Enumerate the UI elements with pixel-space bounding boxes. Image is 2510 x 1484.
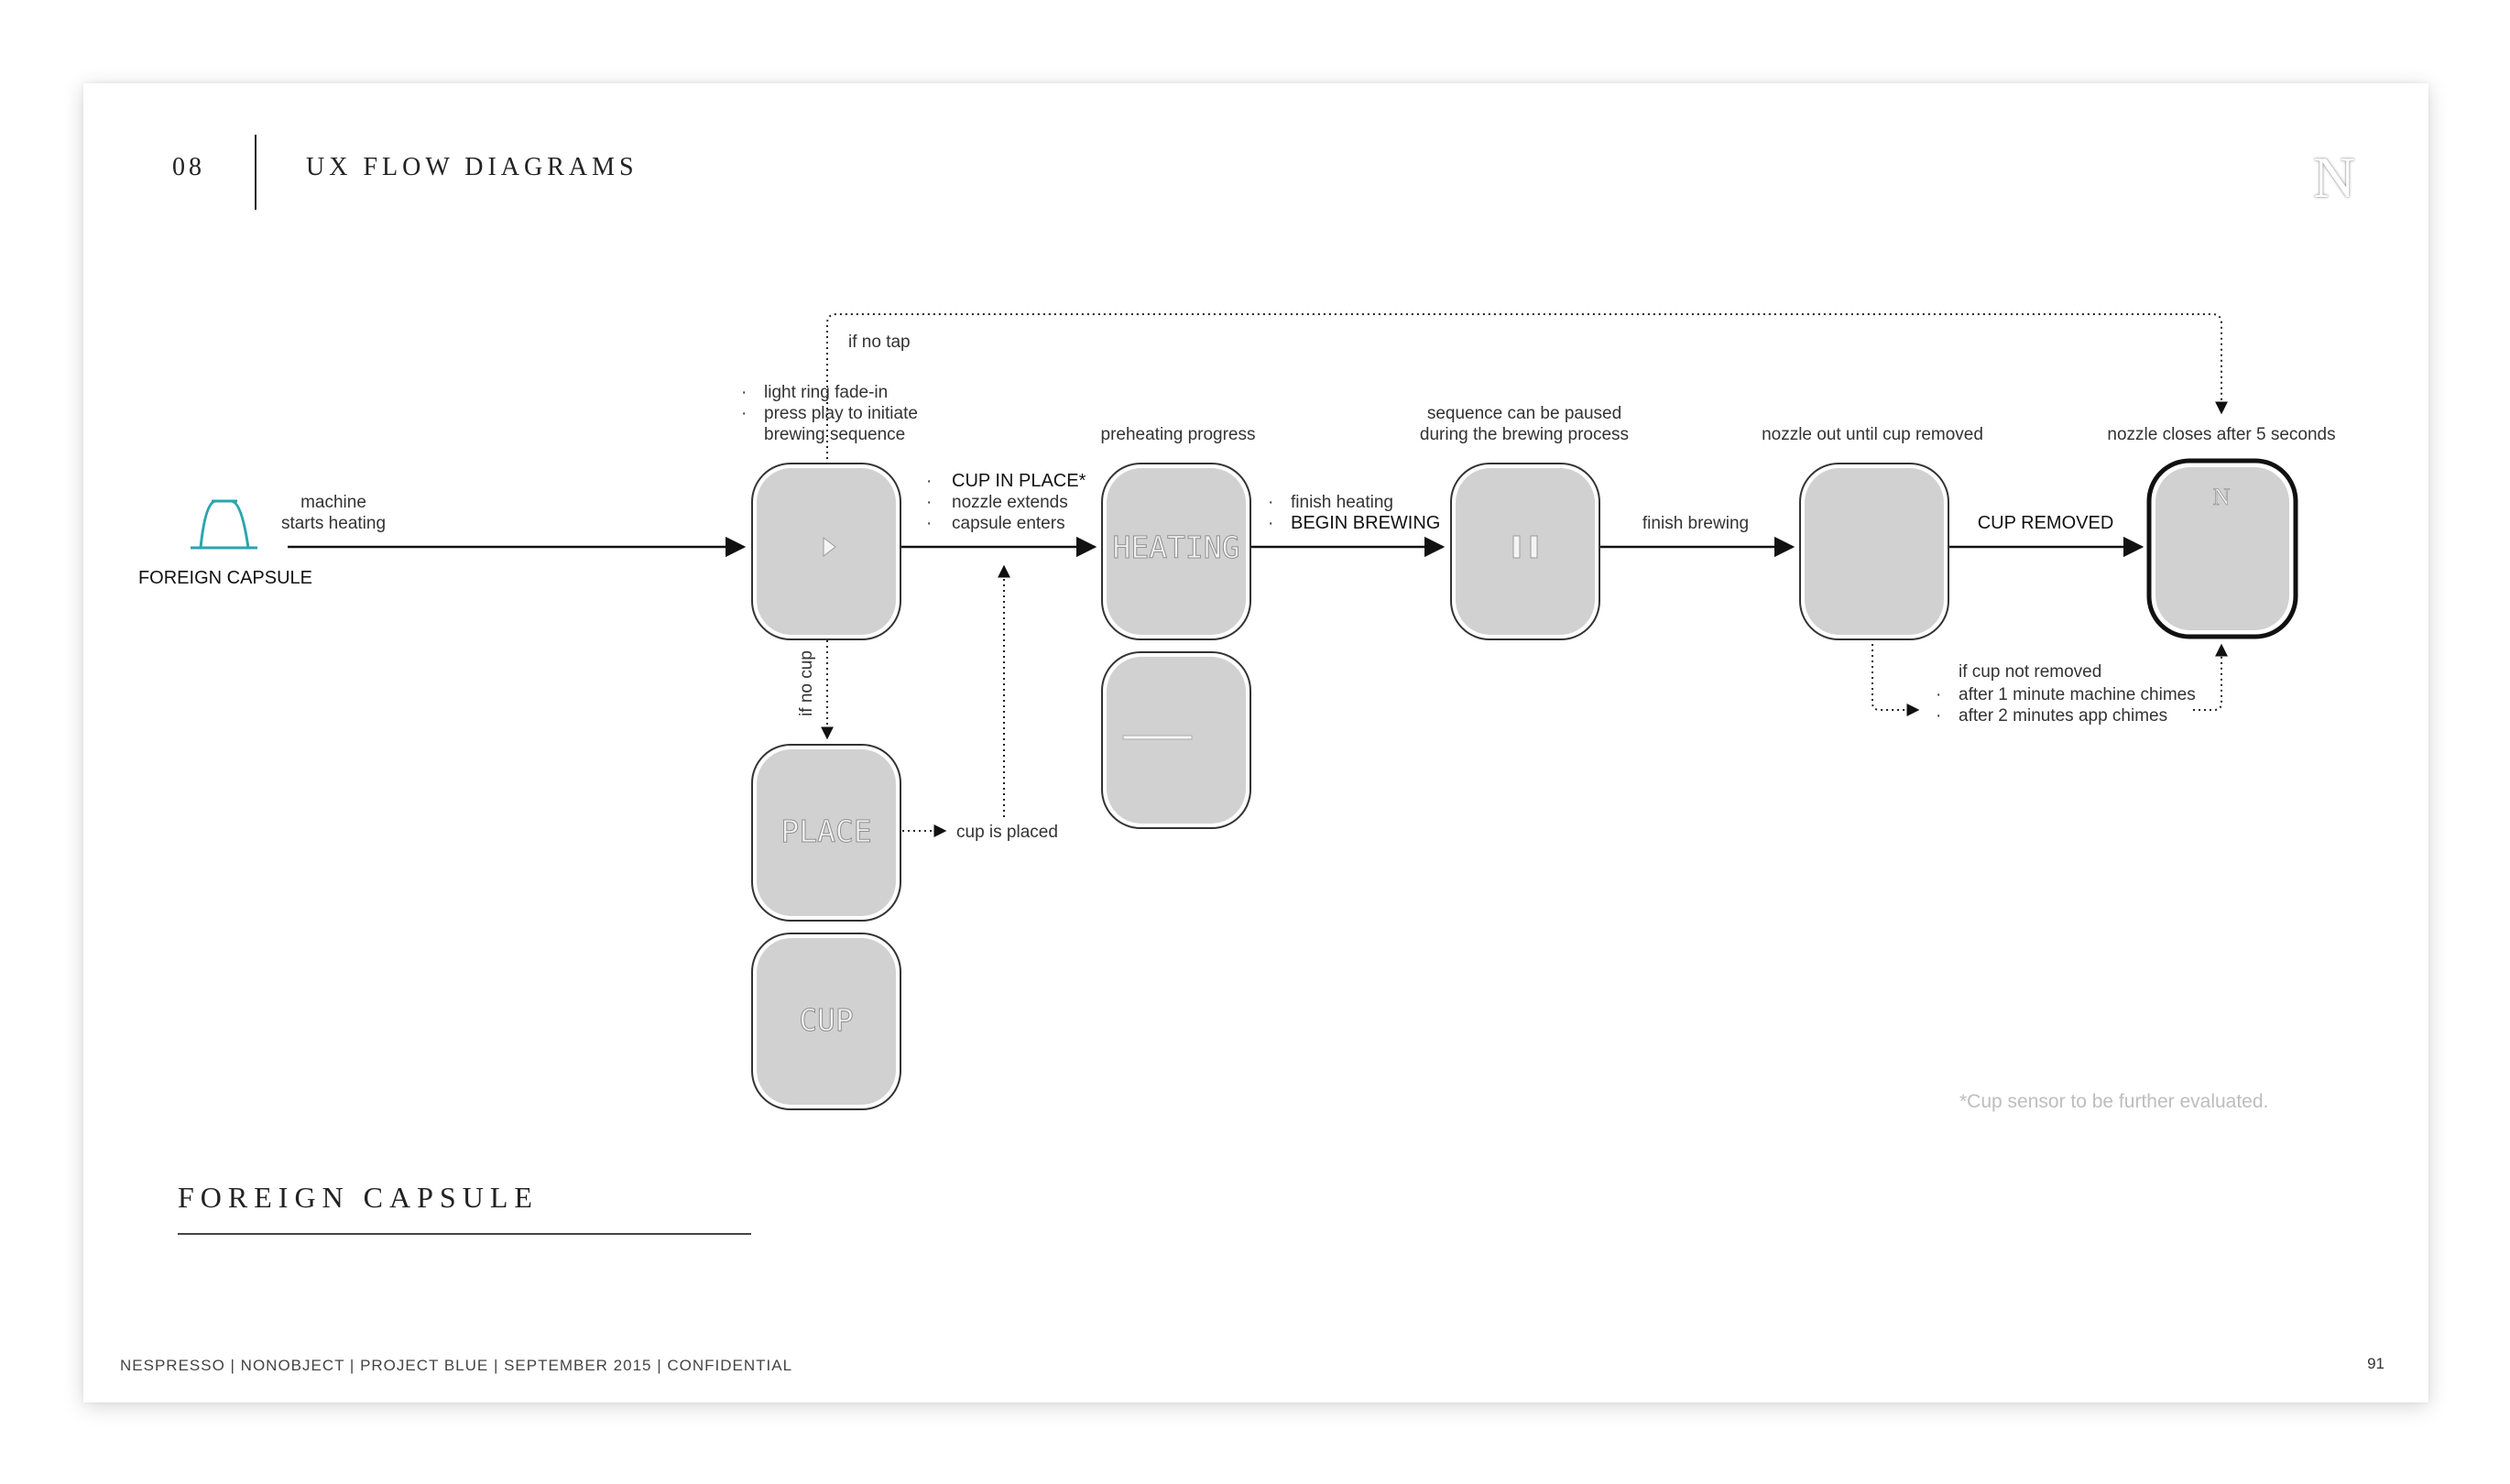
- label-cup-removed: CUP REMOVED: [1978, 513, 2114, 533]
- progress-bar: [1122, 735, 1193, 740]
- cup-screen-text: CUP: [799, 1002, 854, 1038]
- heating-screen-text: HEATING: [1112, 529, 1239, 565]
- label-finish-brewing: finish brewing: [1642, 514, 1749, 533]
- label-after-2-min: after 2 minutes app chimes: [1959, 706, 2167, 726]
- label-nozzle-closes: nozzle closes after 5 seconds: [2107, 425, 2335, 444]
- pause-icon: [1512, 535, 1521, 559]
- bullet: ·: [741, 383, 747, 402]
- label-fade-in: light ring fade-in: [764, 383, 888, 402]
- screen-cup: CUP: [751, 933, 901, 1110]
- screen-nozzle-out: [1799, 463, 1949, 640]
- capsule-icon: [191, 499, 257, 550]
- diagram-title: FOREIGN CAPSULE: [178, 1181, 539, 1214]
- label-starts-heating: starts heating: [281, 514, 386, 533]
- label-press-play-1: press play to initiate: [764, 404, 918, 423]
- label-begin-brewing: BEGIN BREWING: [1291, 513, 1440, 533]
- label-if-no-tap: if no tap: [848, 333, 911, 352]
- bullet: ·: [926, 493, 932, 512]
- arrow-if-cup-not-removed: [1872, 638, 1920, 716]
- final-logo-icon: N: [2213, 484, 2231, 510]
- header-divider: [255, 135, 256, 210]
- label-machine: machine: [300, 493, 366, 512]
- bullet: ·: [1268, 493, 1273, 512]
- label-finish-heating: finish heating: [1291, 493, 1393, 512]
- bullet: ·: [1936, 685, 1941, 704]
- section-number: 08: [172, 153, 205, 181]
- place-screen-text: PLACE: [780, 813, 871, 849]
- label-capsule-enters: capsule enters: [952, 514, 1065, 533]
- start-node-label: FOREIGN CAPSULE: [138, 568, 312, 588]
- label-paused-2: during the brewing process: [1420, 425, 1629, 444]
- label-cup-is-placed: cup is placed: [956, 823, 1058, 842]
- screen-play: [751, 463, 901, 640]
- nespresso-logo-icon: N: [2313, 145, 2356, 210]
- label-paused-1: sequence can be paused: [1427, 404, 1621, 423]
- screen-heating: HEATING: [1101, 463, 1251, 640]
- label-preheating: preheating progress: [1101, 425, 1256, 444]
- bullet: ·: [1268, 514, 1273, 533]
- label-if-no-cup: if no cup: [797, 650, 816, 716]
- label-press-play-2: brewing sequence: [764, 425, 905, 444]
- slide-page: 08 UX FLOW DIAGRAMS N FOREIGN CAPSULE: [83, 83, 2428, 1402]
- screen-pause: [1450, 463, 1600, 640]
- label-if-cup-not-removed: if cup not removed: [1959, 662, 2101, 682]
- bullet: ·: [926, 514, 932, 533]
- bullet: ·: [741, 404, 747, 423]
- label-nozzle-extends: nozzle extends: [952, 493, 1068, 512]
- label-cup-in-place: CUP IN PLACE*: [952, 471, 1086, 491]
- bullet: ·: [926, 472, 932, 491]
- screen-final: N: [2146, 458, 2298, 639]
- footnote: *Cup sensor to be further evaluated.: [1959, 1091, 2269, 1112]
- diagram-title-rule: [178, 1233, 751, 1235]
- screen-heating-progress: [1101, 651, 1251, 829]
- label-after-1-min: after 1 minute machine chimes: [1959, 685, 2196, 704]
- page-number: 91: [2367, 1355, 2384, 1372]
- label-nozzle-out: nozzle out until cup removed: [1762, 425, 1983, 444]
- flow-diagram: FOREIGN CAPSULE HEATING: [138, 313, 2336, 1110]
- section-title: UX FLOW DIAGRAMS: [306, 153, 638, 181]
- arrow-chime-to-final: [2193, 643, 2228, 711]
- bullet: ·: [1936, 706, 1941, 726]
- screen-place: PLACE: [751, 744, 901, 922]
- footer-text: NESPRESSO | NONOBJECT | PROJECT BLUE | S…: [120, 1357, 793, 1374]
